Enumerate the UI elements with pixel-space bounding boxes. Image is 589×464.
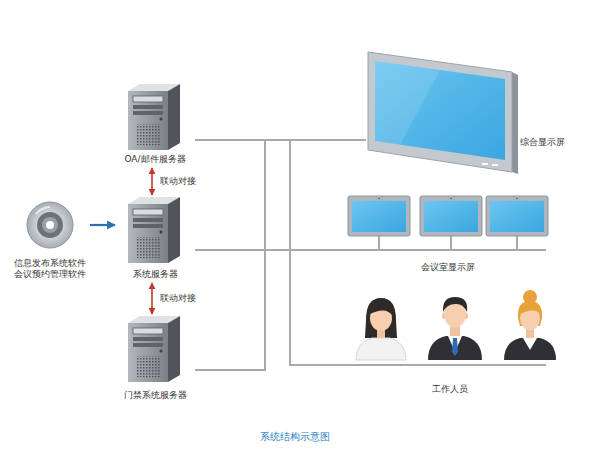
screen-frame [348, 196, 410, 236]
link-arrow [151, 168, 153, 195]
network-wire [195, 140, 345, 365]
screen-camera [378, 198, 380, 200]
meeting-screen [348, 196, 410, 250]
disc-icon [27, 202, 73, 248]
person-icon [504, 290, 556, 360]
server-node: 系统服务器 [115, 195, 195, 283]
person-bangs [370, 302, 393, 316]
network-wire [195, 250, 345, 365]
network-wire [195, 250, 340, 370]
person-body [356, 338, 406, 360]
screen-glass [352, 201, 406, 232]
disc-shine [36, 207, 50, 214]
network-wire [195, 140, 366, 370]
network-wire [195, 140, 340, 250]
edge-label: 联动对接 [160, 293, 196, 304]
node-label: 门禁系统服务器 [115, 390, 195, 401]
person-tie [452, 338, 458, 356]
person-body [504, 338, 556, 360]
node-label: 会议室显示屏 [340, 262, 555, 273]
screen-camera [450, 198, 452, 200]
node-label: 信息发布系统软件 会议预约管理软件 [10, 258, 90, 280]
display-edge [512, 72, 518, 174]
edge-label: 联动对接 [160, 176, 196, 187]
network-wire [195, 140, 366, 250]
stub-wire [450, 236, 452, 250]
person-shirt [523, 338, 537, 350]
person-body [428, 336, 482, 360]
screen-glass [424, 201, 478, 232]
figure-caption: 系统结构示意图 [260, 431, 330, 443]
screen-frame [486, 196, 548, 236]
disc-hole [46, 221, 54, 229]
bus-wire [340, 249, 546, 251]
server-node: OA/邮件服务器 [115, 80, 195, 168]
display-button [492, 164, 498, 166]
display-screen [375, 61, 505, 160]
node-label: OA/邮件服务器 [115, 154, 195, 165]
stub-wire [378, 236, 380, 250]
node-label: 工作人员 [345, 384, 555, 395]
screen-glass [490, 201, 544, 232]
display-shine [375, 61, 440, 145]
display-node: 会议室显示屏 [340, 190, 555, 278]
node-label: 综合显示屏 [520, 137, 580, 148]
disc-hub [42, 217, 58, 233]
display-node: 综合显示屏 [366, 48, 580, 178]
meeting-screen [420, 196, 482, 250]
screen-frame [420, 196, 482, 236]
meeting-screen [486, 196, 548, 250]
person-hair [443, 297, 467, 312]
network-wire [195, 250, 345, 370]
large-display [368, 52, 518, 174]
screen-camera [516, 198, 518, 200]
staff-node: 工作人员 [345, 288, 555, 398]
server-node: 门禁系统服务器 [115, 314, 195, 404]
node-label: 系统服务器 [115, 269, 195, 280]
server-icon [128, 316, 180, 382]
display-frame [368, 52, 512, 172]
stub-wire [516, 236, 518, 250]
bus-wire [345, 364, 546, 366]
person-bangs [520, 304, 541, 314]
link-arrow [151, 283, 153, 314]
disc-outer [27, 202, 73, 248]
server-icon [128, 197, 180, 263]
software-node: 信息发布系统软件 会议预约管理软件 [10, 198, 90, 282]
person-icon [356, 298, 406, 360]
display-button [482, 163, 488, 165]
person-icon [428, 297, 482, 360]
flow-arrow [90, 224, 115, 226]
server-icon [128, 84, 180, 150]
disc-ring [37, 212, 63, 238]
